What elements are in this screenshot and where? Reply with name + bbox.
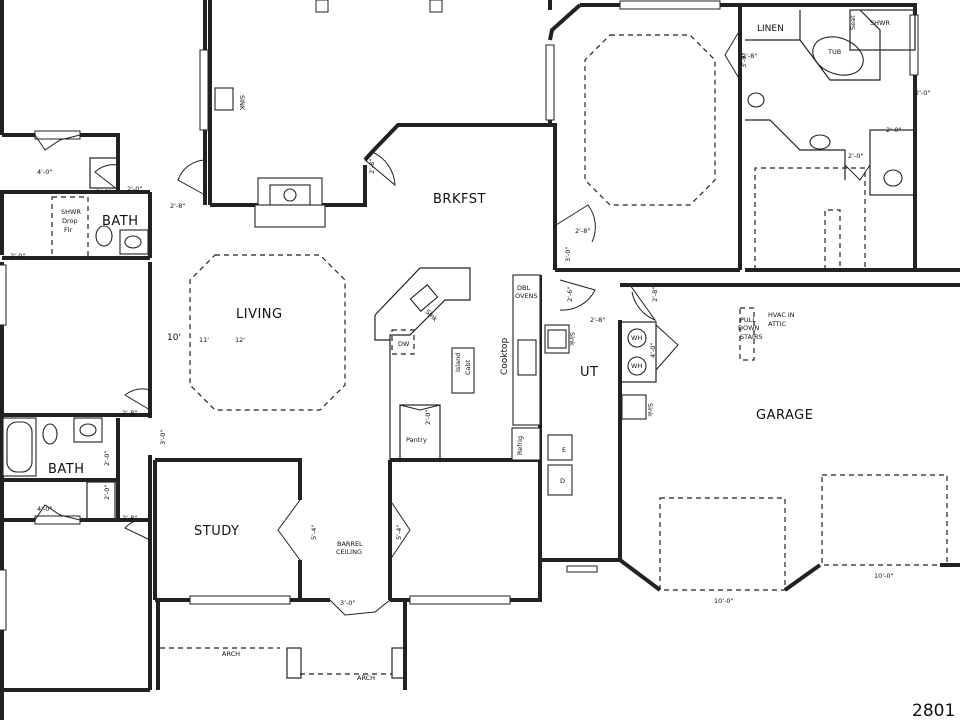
bath-fixtures	[2, 87, 234, 521]
room-label-study: STUDY	[194, 524, 239, 539]
label-sink-ut: Sink	[568, 332, 576, 346]
master-bath	[745, 9, 916, 196]
room-label-brkfst: BRKFST	[433, 192, 486, 207]
room-label-linen: LINEN	[757, 24, 784, 34]
label-barrel-1: BARREL	[337, 540, 363, 548]
dim-5-4-study: 5'-4"	[310, 525, 318, 540]
label-cooktop: Cooktop	[500, 337, 510, 375]
dim-2-8-hall: 2'-8"	[170, 202, 185, 210]
dim-2-8-brk: 2'-8"	[575, 227, 590, 235]
label-shwr-drop-2: Drop	[62, 217, 78, 225]
dimension-labels: 4'-0" 1'-6" 2'-0" 2'-0" 2'-8" 2'-8" 2'-8…	[10, 52, 930, 607]
label-hvac-2: ATTIC	[768, 320, 787, 328]
dim-2-0-linen: 2'-0"	[915, 89, 930, 97]
fireplace	[254, 177, 326, 228]
dim-2-0-left: 2'-0"	[10, 252, 25, 260]
dim-10-0-a: 10'-0"	[714, 597, 734, 605]
plan-number: 2801	[912, 701, 955, 720]
ceiling-labels: 10' 11' 12'	[167, 333, 245, 344]
label-dbl-ovens-1: DBL	[517, 284, 530, 292]
label-pull-1: PULL	[740, 316, 756, 324]
label-island-2: Cabt	[464, 359, 472, 375]
label-sink-kitchen: Sink	[424, 308, 440, 324]
dim-2-8-ut: 2'-8"	[590, 316, 605, 324]
dim-4-0-wh: 4'-0"	[649, 343, 657, 358]
label-pull-2: DOWN	[738, 324, 760, 332]
label-tub: TUB	[827, 48, 841, 56]
dim-2-0-closet2: 2'-0"	[103, 485, 111, 500]
dim-3-0-brk: 3'-0"	[564, 247, 572, 262]
windows	[0, 0, 919, 631]
dim-2-6-ut: 2'-6"	[566, 287, 574, 302]
label-d-box: D	[560, 477, 565, 485]
dim-2-0-bath: 2'-0"	[127, 185, 142, 193]
dim-4-0-top: 4'-0"	[37, 168, 52, 176]
dim-2-0-pantry: 2'-0"	[424, 410, 432, 425]
label-arch-2: ARCH	[357, 674, 375, 682]
dim-5-4-hall: 5'-4"	[395, 525, 403, 540]
label-pantry: Pantry	[406, 436, 427, 444]
porch	[160, 647, 407, 679]
label-sink-top: SINK	[238, 95, 246, 111]
label-ceiling-12: 12'	[235, 336, 245, 344]
label-shwr-drop-3: Flr	[64, 226, 73, 234]
room-label-bath-upper: BATH	[102, 214, 139, 229]
room-label-bath-lower: BATH	[48, 462, 85, 477]
label-refrig: Refrig	[516, 436, 524, 455]
dim-2-8-mb: 2'-8"	[742, 52, 757, 60]
room-label-ut: UT	[580, 365, 598, 380]
utility-fixtures	[619, 321, 657, 420]
dim-1-6: 1'-6"	[96, 188, 111, 196]
label-e-box: E	[562, 446, 566, 454]
dim-2-0-bath2: 2'-0"	[103, 451, 111, 466]
label-dw: DW	[398, 340, 410, 348]
garage-doors	[659, 307, 948, 591]
dim-4-0-bot: 4'-0"	[37, 505, 52, 513]
dim-2-8-gar: 2'-8"	[651, 287, 659, 302]
label-pull-3: STAIRS	[740, 333, 763, 341]
porch-labels: ARCH ARCH	[222, 650, 375, 682]
dim-10-0-b: 10'-0"	[874, 572, 894, 580]
dim-3-0-mb: 3'-0"	[740, 53, 748, 68]
dim-2-8-top: 2'-8"	[368, 159, 376, 174]
label-arch-1: ARCH	[222, 650, 240, 658]
dim-2-0-mb2: 2'-0"	[886, 126, 901, 134]
room-label-living: LIVING	[236, 307, 283, 322]
label-island-1: Island	[454, 353, 462, 372]
label-seat: Seat	[849, 15, 857, 30]
room-labels: BATH BATH LIVING BRKFST STUDY UT GARAGE …	[48, 24, 813, 539]
label-barrel-2: CEILING	[336, 548, 362, 556]
label-wh-2: WH	[631, 362, 642, 370]
label-shwr-master: SHWR	[870, 19, 890, 27]
label-dbl-ovens-2: OVENS	[515, 292, 538, 300]
label-wh-1: WH	[631, 334, 642, 342]
label-ceiling-11: 11'	[199, 336, 209, 344]
dim-2-8-lowhall: 2'-8"	[122, 409, 137, 417]
dim-3-0-entry: 3'-0"	[340, 599, 355, 607]
room-label-garage: GARAGE	[756, 408, 813, 423]
label-sink-garage: Sink	[646, 403, 654, 417]
kitchen	[374, 267, 573, 496]
label-shwr-drop-1: SHWR	[61, 208, 81, 216]
dim-2-8-bot: 2'-8"	[122, 514, 137, 522]
ceiling-outlines	[189, 34, 866, 411]
dim-2-0-mb: 2'-0"	[848, 152, 863, 160]
dim-3-0-hall: 3'-0"	[159, 430, 167, 445]
label-ceiling-10: 10'	[167, 333, 181, 343]
doors	[34, 29, 871, 616]
label-hvac-1: HVAC IN	[768, 311, 795, 319]
